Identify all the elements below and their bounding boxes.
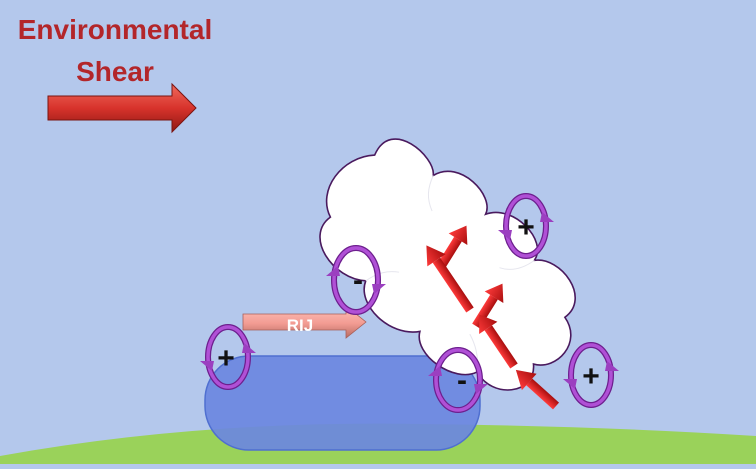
- vortex-plus-bottom-right: +: [563, 342, 619, 408]
- updraft-arrows: [426, 225, 560, 410]
- title-line-2: Shear: [76, 56, 154, 87]
- shear-arrow: [47, 82, 197, 134]
- vortex-minus-left-cloud: -: [326, 245, 386, 315]
- rij-label: RIJ: [287, 316, 313, 335]
- title-line-1: Environmental: [17, 14, 213, 45]
- sign-plus-bottom-right: +: [582, 360, 600, 393]
- vortex-plus-top-right: +: [498, 193, 554, 259]
- cold-pool: [204, 355, 481, 451]
- vortex-plus-left-pool: +: [200, 324, 256, 390]
- rij-arrow: RIJ: [242, 305, 367, 339]
- sign-minus-pool: -: [457, 364, 467, 397]
- updraft-arrow-4: [426, 245, 474, 313]
- updraft-arrow-1: [472, 283, 504, 329]
- sign-plus-left-pool: +: [217, 342, 235, 375]
- updraft-arrow-5: [479, 314, 518, 369]
- sign-minus-left-cloud: -: [353, 264, 363, 297]
- vortex-minus-pool: -: [428, 347, 488, 413]
- updraft-arrow-6: [515, 369, 560, 410]
- sign-plus-top-right: +: [517, 211, 535, 244]
